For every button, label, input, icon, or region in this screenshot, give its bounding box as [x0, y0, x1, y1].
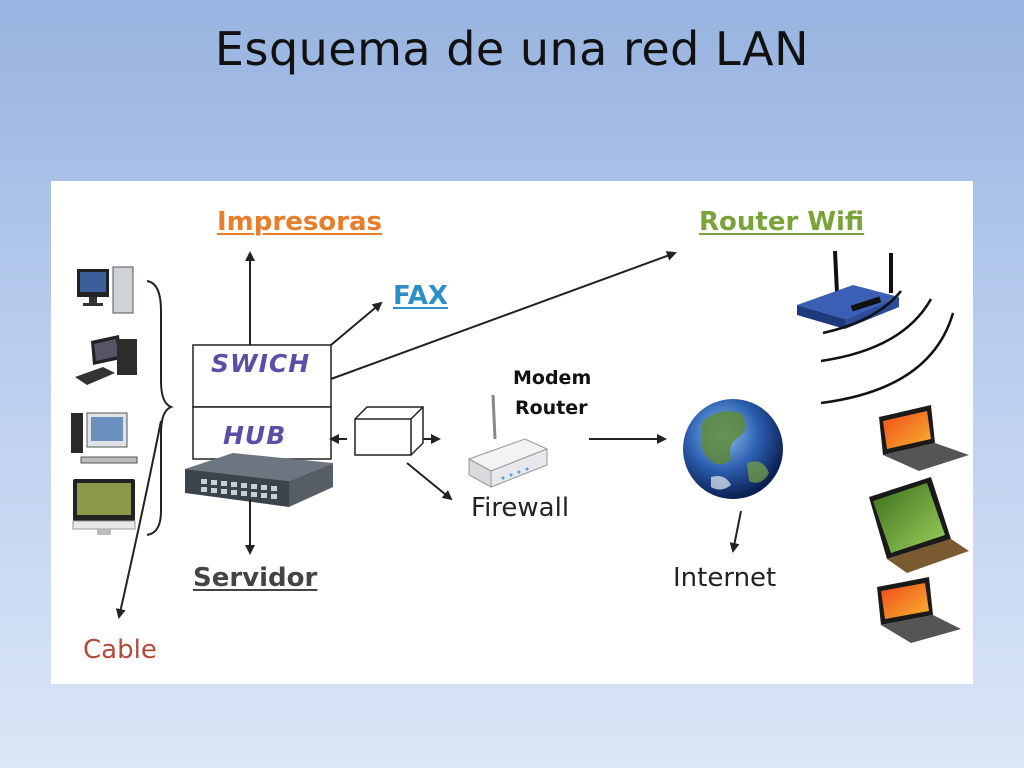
- label-swich: SWICH: [211, 349, 311, 378]
- hub-box: [192, 406, 332, 460]
- arrow-to-router-wifi: [330, 251, 677, 380]
- wifi-router-icon: [797, 250, 899, 329]
- laptop-icon: [869, 477, 969, 573]
- arrow-to-firewall: [406, 462, 453, 501]
- label-servidor: Servidor: [193, 563, 318, 593]
- desktop-computer-icon: [72, 479, 136, 535]
- diagram-canvas: [71, 250, 969, 643]
- slide-title: Esquema de una red LAN: [214, 22, 810, 76]
- arrow-to-fax: [330, 301, 383, 346]
- laptop-icon: [877, 577, 961, 643]
- earth-globe-icon: [683, 399, 783, 499]
- diagram-panel: Impresoras FAX Router Wifi SWICH HUB Mod…: [51, 181, 973, 684]
- switch-box: [192, 344, 332, 408]
- network-switch-icon: [185, 453, 333, 507]
- modem-router-icon: [467, 394, 549, 488]
- desktop-computer-icon: [71, 412, 138, 464]
- label-router: Router: [515, 397, 588, 419]
- cable-box: [354, 406, 424, 456]
- desktop-computer-icon: [77, 266, 134, 314]
- arrow-to-cable: [115, 420, 162, 619]
- arrow-to-internet: [729, 510, 742, 553]
- desktop-computer-icon: [75, 335, 137, 385]
- wifi-signal-icon: [820, 290, 955, 405]
- label-fax: FAX: [393, 281, 448, 311]
- label-impresoras: Impresoras: [217, 207, 383, 237]
- label-internet: Internet: [673, 563, 777, 593]
- label-hub: HUB: [223, 421, 287, 450]
- laptop-icon: [879, 405, 969, 471]
- label-modem: Modem: [513, 367, 592, 389]
- label-cable: Cable: [83, 635, 157, 665]
- label-firewall: Firewall: [471, 493, 570, 523]
- computers-brace: [146, 280, 174, 536]
- label-router-wifi: Router Wifi: [699, 207, 865, 237]
